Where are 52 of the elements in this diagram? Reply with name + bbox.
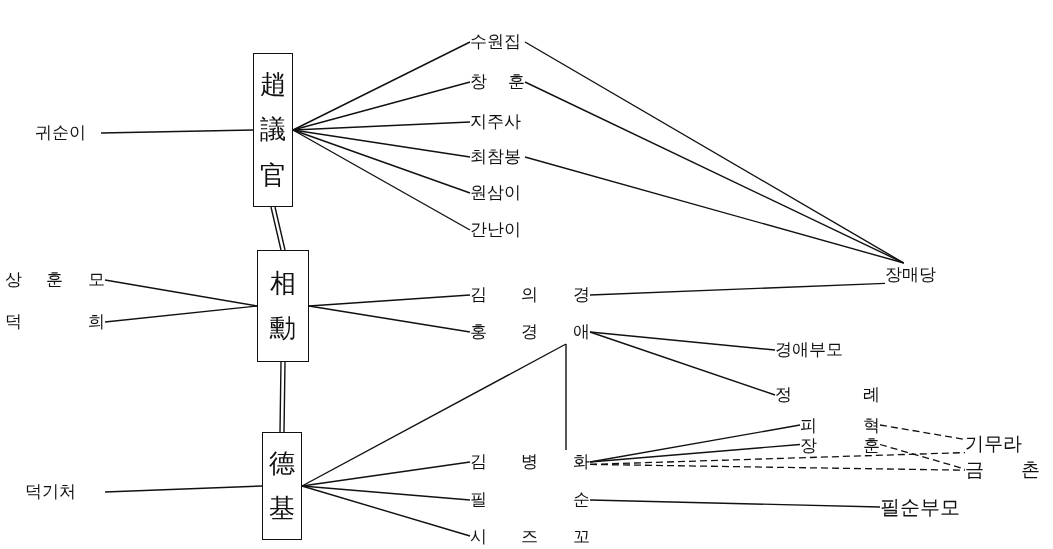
name-label: 최참봉 [470,145,525,169]
connector-line [301,343,567,487]
connector-line [589,331,776,351]
name-label: 장 훈 [800,434,880,455]
connector-line [292,129,471,194]
connector-line [301,485,471,537]
connector-line [589,443,801,463]
connector-line [879,443,966,470]
connector-line [270,206,286,251]
connector-line [589,282,886,296]
name-label: 원삼이 [470,181,525,205]
name-label: 경애부모 [775,338,880,362]
name-label: 수원집 [470,30,525,54]
name-label: 창 훈 [470,70,525,94]
name-label: 덕 희 [5,310,105,334]
connector-line [292,41,471,131]
name-label: 금 촌 [965,457,1040,481]
connector-line [104,485,263,493]
name-label: 지주사 [470,110,525,134]
connector-line [565,343,567,451]
name-label: 간난이 [470,218,525,242]
name-label: 상 훈 모 [5,268,105,292]
name-label: 시 즈 꼬 [470,525,590,547]
name-label: 덕기처 [25,480,105,504]
name-label: 기무라 [965,431,1040,455]
name-box: 德基 [262,432,302,540]
name-label: 정 례 [775,383,880,407]
connector-line [589,463,966,471]
name-label: 장매당 [885,263,960,287]
connector-line [589,499,881,508]
name-label: 피 혁 [800,414,880,436]
connector-line [104,279,258,307]
name-label: 필 순 [470,488,590,512]
connector-line [308,294,471,307]
name-label: 김 의 경 [470,283,590,307]
connector-line [292,129,471,231]
connector-line [879,424,966,441]
connector-line [100,129,254,134]
connector-line [524,41,905,264]
name-label: 김 병 화 [470,450,590,474]
connector-line [524,156,905,264]
name-box: 相勳 [257,250,309,362]
name-label: 귀순이 [35,121,101,145]
connector-line [308,305,471,333]
name-box: 趙議官 [253,53,293,207]
connector-line [104,305,258,323]
connector-line [589,331,776,396]
connector-line [301,461,471,487]
connector-line [524,81,905,264]
connector-line [279,361,286,433]
name-label: 홍 경 애 [470,320,590,344]
name-label: 필순부모 [880,493,1010,521]
